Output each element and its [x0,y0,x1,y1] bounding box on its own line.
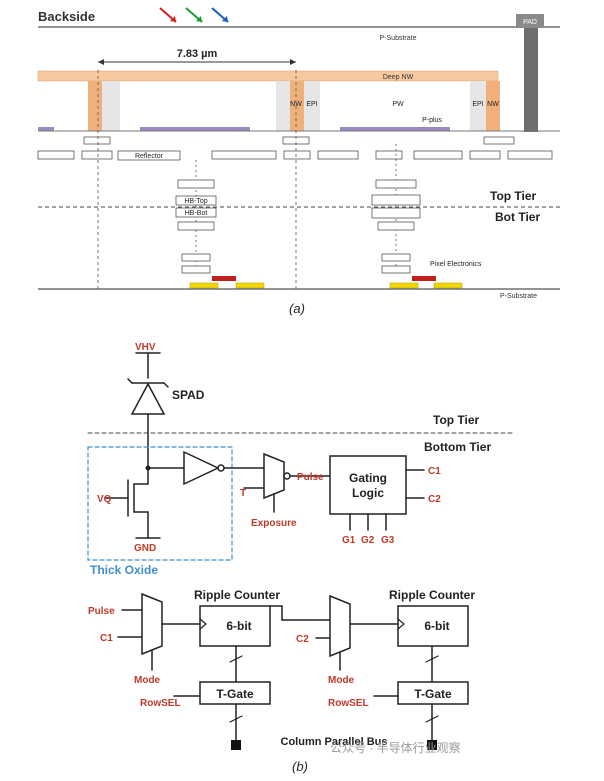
caption-b: (b) [292,759,308,774]
g2-label: G2 [361,535,375,546]
column-bus-label: Column Parallel Bus [281,736,388,748]
tgate-2-box [397,681,469,705]
metal-yellow-2 [235,282,265,289]
p-plus-strip-3 [340,127,450,131]
metal-yellow-4 [433,282,463,289]
hb-top-label: HB-Top [184,198,207,205]
hybrid-bond-stack-1 [175,179,217,274]
pad-label: PAD [523,19,537,26]
hybrid-bond-stack-2 [371,179,421,274]
tgate-1-box [199,681,271,705]
metal-row-2 [37,150,553,160]
mode-1-label: Mode [134,675,161,686]
pad-top [516,14,544,28]
reflector-box [117,150,181,161]
mux-2-symbol [329,594,351,658]
nw-column-2 [290,81,304,131]
counter-1-box [199,605,271,647]
g3-label: G3 [381,535,395,546]
tgate-2-label: T-Gate [414,687,452,701]
p-plus-strip-1 [38,127,54,131]
epi-left-label: EPI [306,101,317,108]
watermark-text: 公众号 · 半导体行业观察 [330,741,461,755]
epi-column-2 [276,81,290,131]
epi-right-label: EPI [472,101,483,108]
ripple-counter-1-label: Ripple Counter [194,588,280,602]
light-arrows [159,7,229,23]
nw-column-3 [486,81,500,131]
p-substrate-top-label: P-Substrate [380,35,417,42]
exposure-label: Exposure [251,518,297,529]
backside-label: Backside [38,9,95,24]
pulse-input-label: Pulse [88,606,115,617]
t-label: T [240,488,246,499]
gating-logic-box [329,455,407,515]
c1-input-label: C1 [100,633,113,644]
bottom-tier-label-b: Bottom Tier [424,440,491,454]
panel-a-cross-section: Backside PAD P-Substrate 7.83 µm Deep NW… [37,7,560,316]
c2-input-label: C2 [296,634,309,645]
mode-2-label: Mode [328,675,355,686]
gating-logic-line1: Gating [349,471,387,485]
inverter-symbol [183,450,225,486]
thick-oxide-label: Thick Oxide [90,563,158,577]
rowsel-2-label: RowSEL [328,698,369,709]
top-tier-label-a: Top Tier [490,189,537,203]
deep-nw-layer [37,70,499,82]
vq-label: VQ [97,494,112,505]
caption-a: (a) [289,301,305,316]
bus-pad-1 [231,740,241,750]
quench-transistor-symbol [105,479,161,539]
c1-output-label: C1 [428,466,441,477]
p-plus-label: P-plus [422,117,442,124]
metal-yellow-1 [189,282,219,289]
epi-column-4 [470,81,486,131]
p-substrate-bottom-label: P-Substrate [500,293,537,300]
six-bit-1-label: 6-bit [226,619,251,633]
gating-logic-line2: Logic [352,486,384,500]
epi-column-1 [102,81,120,131]
p-plus-strip-2 [140,127,250,131]
epi-column-3 [304,81,320,131]
metal-red-2 [412,276,436,281]
bus-pad-2 [427,740,437,750]
pw-label: PW [392,101,404,108]
pixel-electronics-label: Pixel Electronics [430,261,482,268]
pulse-label: Pulse [297,472,324,483]
g1-label: G1 [342,535,356,546]
reflector-label: Reflector [135,153,164,160]
spad-diode-symbol [127,378,169,415]
ripple-counter-2-label: Ripple Counter [389,588,475,602]
panel-b-circuit: VHV SPAD Top Tier Bottom Tier Thick Oxid… [87,342,513,774]
counter-2-box [397,605,469,647]
six-bit-2-label: 6-bit [424,619,449,633]
top-tier-label-b: Top Tier [433,413,480,427]
c2-output-label: C2 [428,494,441,505]
nw-left-label: NW [290,101,302,108]
nw-column-1 [88,81,102,131]
bot-tier-label-a: Bot Tier [495,210,540,224]
tgate-1-label: T-Gate [216,687,254,701]
metal-yellow-3 [389,282,419,289]
rowsel-1-label: RowSEL [140,698,181,709]
spad-label: SPAD [172,388,205,402]
gnd-label: GND [134,543,156,554]
thick-oxide-box [87,446,233,561]
deep-nw-label: Deep NW [383,74,414,81]
metal-red-1 [212,276,236,281]
mux-1-symbol [141,592,163,656]
exposure-gate-symbol [263,452,291,513]
pitch-label: 7.83 µm [177,48,218,60]
pad-via [524,28,538,132]
vhv-label: VHV [135,342,156,353]
hb-bot-label: HB-Bot [185,210,208,217]
nw-right-label: NW [487,101,499,108]
metal-row-1 [83,136,515,145]
